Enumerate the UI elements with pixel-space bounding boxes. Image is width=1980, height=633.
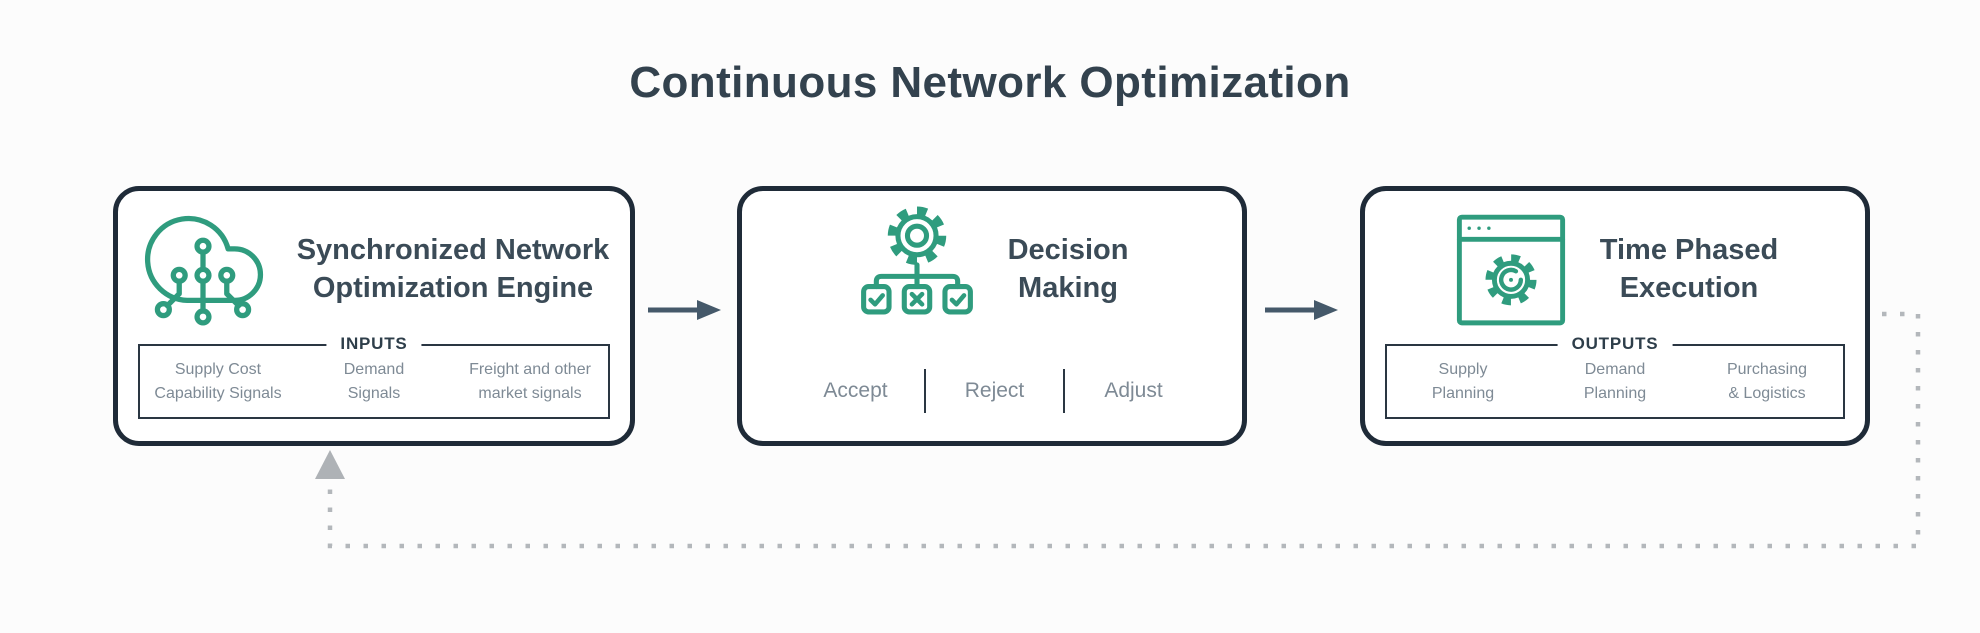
option-reject: Reject xyxy=(964,379,1025,402)
output-item-demand-planning: Demand Planning xyxy=(1583,361,1647,402)
output-item-supply-planning: Supply Planning xyxy=(1431,361,1495,402)
flow-arrow-decision-to-execution xyxy=(1265,300,1338,320)
execution-box-header: Time Phased Execution xyxy=(1365,195,1865,345)
output-item-purchasing-logistics: Purchasing & Logistics xyxy=(1726,361,1808,402)
inputs-label: INPUTS xyxy=(326,334,422,354)
decision-box: Decision Making Accept Reject Adjust xyxy=(737,186,1247,446)
engine-box-title: Synchronized Network Optimization Engine xyxy=(296,234,610,304)
app-window-gear-icon xyxy=(1452,208,1570,332)
outputs-label: OUTPUTS xyxy=(1557,334,1673,354)
outputs-panel: OUTPUTS Supply Planning Demand Planning … xyxy=(1385,334,1845,419)
execution-box: Time Phased Execution OUTPUTS Supply Pla… xyxy=(1360,186,1870,446)
option-accept: Accept xyxy=(823,379,888,402)
decision-options: Accept Reject Adjust xyxy=(787,367,1202,415)
inputs-panel: INPUTS Supply Cost Capability Signals De… xyxy=(138,334,610,419)
execution-box-title: Time Phased Execution xyxy=(1599,234,1779,304)
flow-arrow-engine-to-decision xyxy=(648,300,721,320)
decision-box-title: Decision Making xyxy=(1007,234,1129,304)
page-title: Continuous Network Optimization xyxy=(629,58,1351,107)
input-item-freight: Freight and other market signals xyxy=(469,361,591,402)
input-item-demand: Demand Signals xyxy=(343,361,405,402)
option-adjust: Adjust xyxy=(1104,379,1163,402)
engine-box: Synchronized Network Optimization Engine… xyxy=(113,186,635,446)
gear-decision-icon xyxy=(856,202,978,338)
cloud-network-icon xyxy=(139,200,267,340)
input-item-supply-cost: Supply Cost Capability Signals xyxy=(154,361,282,402)
decision-box-header: Decision Making xyxy=(742,195,1242,345)
engine-box-header: Synchronized Network Optimization Engine xyxy=(118,195,630,345)
feedback-arrowhead xyxy=(315,450,345,479)
